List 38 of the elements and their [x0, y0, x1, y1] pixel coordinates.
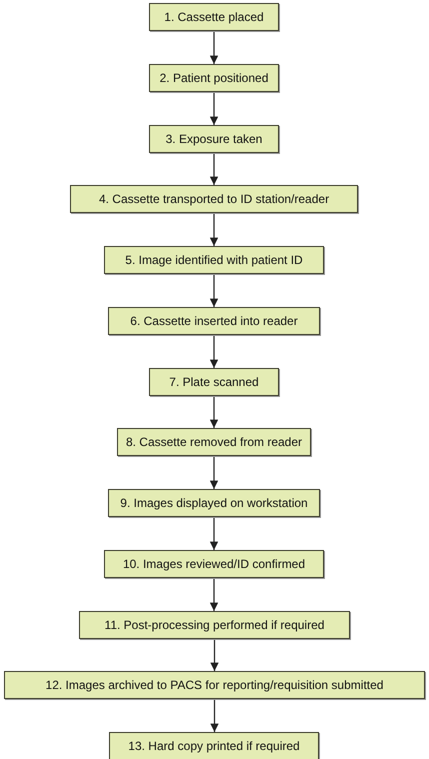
process-box [149, 125, 279, 153]
process-box [79, 611, 350, 639]
process-box [149, 64, 279, 92]
step-text: 2. Patient positioned [160, 71, 268, 85]
arrow [210, 578, 218, 611]
step-text: 4. Cassette transported to ID station/reader [98, 192, 330, 206]
process-box [108, 307, 320, 335]
step-text: 7. Plate scanned [169, 375, 259, 389]
process-box [108, 489, 320, 517]
arrow [210, 274, 218, 307]
arrow [210, 92, 218, 125]
step-text: 3. Exposure taken [166, 132, 262, 146]
arrow [210, 335, 218, 368]
step-text: 8. Cassette removed from reader [126, 435, 302, 449]
arrow [210, 31, 218, 64]
arrow [210, 213, 218, 246]
process-box [149, 3, 279, 31]
step-text: 9. Images displayed on workstation [120, 496, 308, 510]
process-box [149, 368, 279, 396]
process-box [104, 246, 324, 274]
arrow [210, 639, 219, 671]
arrow [210, 456, 218, 489]
step-text: 10. Images reviewed/ID confirmed [122, 557, 306, 571]
arrow [210, 517, 218, 550]
process-box [4, 671, 425, 699]
step-text: 13. Hard copy printed if required [128, 739, 300, 753]
step-text: 6. Cassette inserted into reader [130, 314, 298, 328]
step-text: 5. Image identified with patient ID [125, 253, 303, 267]
arrow [210, 699, 219, 732]
step-text: 11. Post-processing performed if required [104, 618, 324, 632]
process-box [117, 428, 311, 456]
process-box [104, 550, 324, 578]
step-text: 1. Cassette placed [164, 10, 264, 24]
step-text: 12. Images archived to PACS for reporting/requisition submitted [46, 678, 384, 692]
process-box [70, 185, 358, 213]
process-box [109, 732, 319, 759]
arrow [210, 396, 218, 428]
arrow [210, 153, 218, 185]
